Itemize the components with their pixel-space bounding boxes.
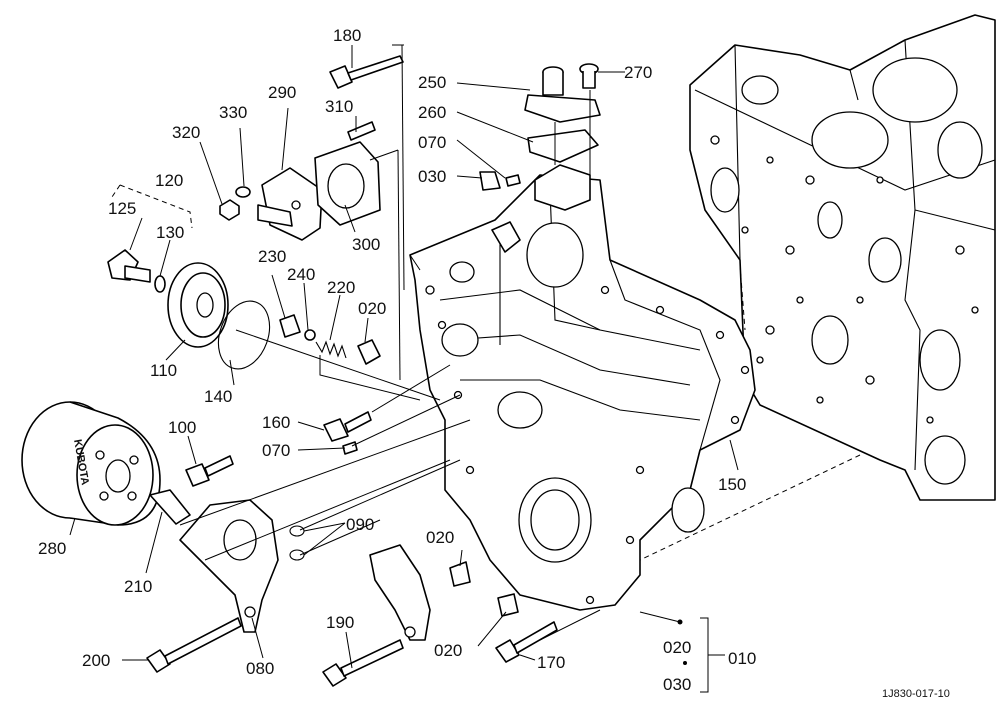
callout-070-mid: 070 [262, 441, 290, 460]
plug-020c [497, 593, 519, 617]
plug-030 [479, 171, 501, 191]
plug-230 [279, 314, 301, 338]
stud-310 [347, 121, 376, 141]
callout-250: 250 [418, 73, 446, 92]
callout-150: 150 [718, 475, 746, 494]
o-ring-090b [289, 549, 305, 561]
callout-030-bottom: 030 [663, 675, 691, 694]
callout-280: 280 [38, 539, 66, 558]
callout-020-a: 020 [358, 299, 386, 318]
plug-020a [357, 339, 381, 365]
callout-210: 210 [124, 577, 152, 596]
callout-170: 170 [537, 653, 565, 672]
callout-090: 090 [346, 515, 374, 534]
callout-200: 200 [82, 651, 110, 670]
callout-110: 110 [150, 361, 177, 380]
washer-330 [235, 186, 251, 198]
callout-330: 330 [219, 103, 247, 122]
assembly-lines [109, 44, 601, 641]
lower-bracket [369, 544, 431, 641]
callout-120: 120 [155, 171, 183, 190]
callout-180: 180 [333, 26, 361, 45]
bolt-190 [322, 639, 404, 687]
callout-300: 300 [352, 235, 380, 254]
callout-030-top: 030 [418, 167, 446, 186]
spring-220 [315, 340, 347, 359]
callout-020-c: 020 [434, 641, 462, 660]
pipe-fitting-250 [524, 66, 601, 123]
gasket-260 [527, 129, 599, 163]
callout-070-top: 070 [418, 133, 446, 152]
bolt-160 [323, 411, 372, 442]
engine-block [639, 14, 996, 561]
callout-080: 080 [246, 659, 274, 678]
callout-310: 310 [325, 97, 353, 116]
o-ring-090a [289, 525, 305, 537]
callout-130: 130 [156, 223, 184, 242]
gasket-300 [314, 141, 381, 226]
o-ring-130 [154, 275, 166, 293]
housing-290 [257, 167, 323, 241]
bolt-125 [107, 249, 151, 283]
callout-240: 240 [287, 265, 315, 284]
ball-240 [304, 329, 316, 341]
callout-220: 220 [327, 278, 355, 297]
callout-010: 010 [728, 649, 756, 668]
filter-bracket [179, 499, 279, 633]
callout-190: 190 [326, 613, 354, 632]
callout-140: 140 [204, 387, 232, 406]
nut-320 [219, 199, 240, 221]
callout-160: 160 [262, 413, 290, 432]
gear-case [409, 164, 756, 611]
screw-270 [579, 63, 599, 89]
leader-lines [69, 45, 739, 693]
cover-110 [167, 262, 229, 348]
bolt-200 [146, 617, 242, 673]
pin-070b [342, 441, 358, 455]
callout-260: 260 [418, 103, 446, 122]
callout-020-d: 020 [663, 638, 691, 657]
oil-filter-280: KUBOTA [21, 401, 161, 526]
callout-320: 320 [172, 123, 200, 142]
callout-270: 270 [624, 63, 652, 82]
callout-labels: 180 250 270 260 070 030 290 310 330 320 … [38, 26, 950, 700]
nipple-210 [149, 489, 191, 525]
pin-070a [505, 174, 521, 187]
bolt-180 [329, 55, 404, 89]
bolt-100 [185, 455, 234, 487]
bolt-170 [495, 621, 558, 663]
callout-290: 290 [268, 83, 296, 102]
callout-230: 230 [258, 247, 286, 266]
callout-125: 125 [108, 199, 136, 218]
callout-100: 100 [168, 418, 196, 437]
o-ring-140 [217, 300, 271, 370]
callout-020-b: 020 [426, 528, 454, 547]
drawing-code: 1J830-017-10 [882, 688, 950, 700]
